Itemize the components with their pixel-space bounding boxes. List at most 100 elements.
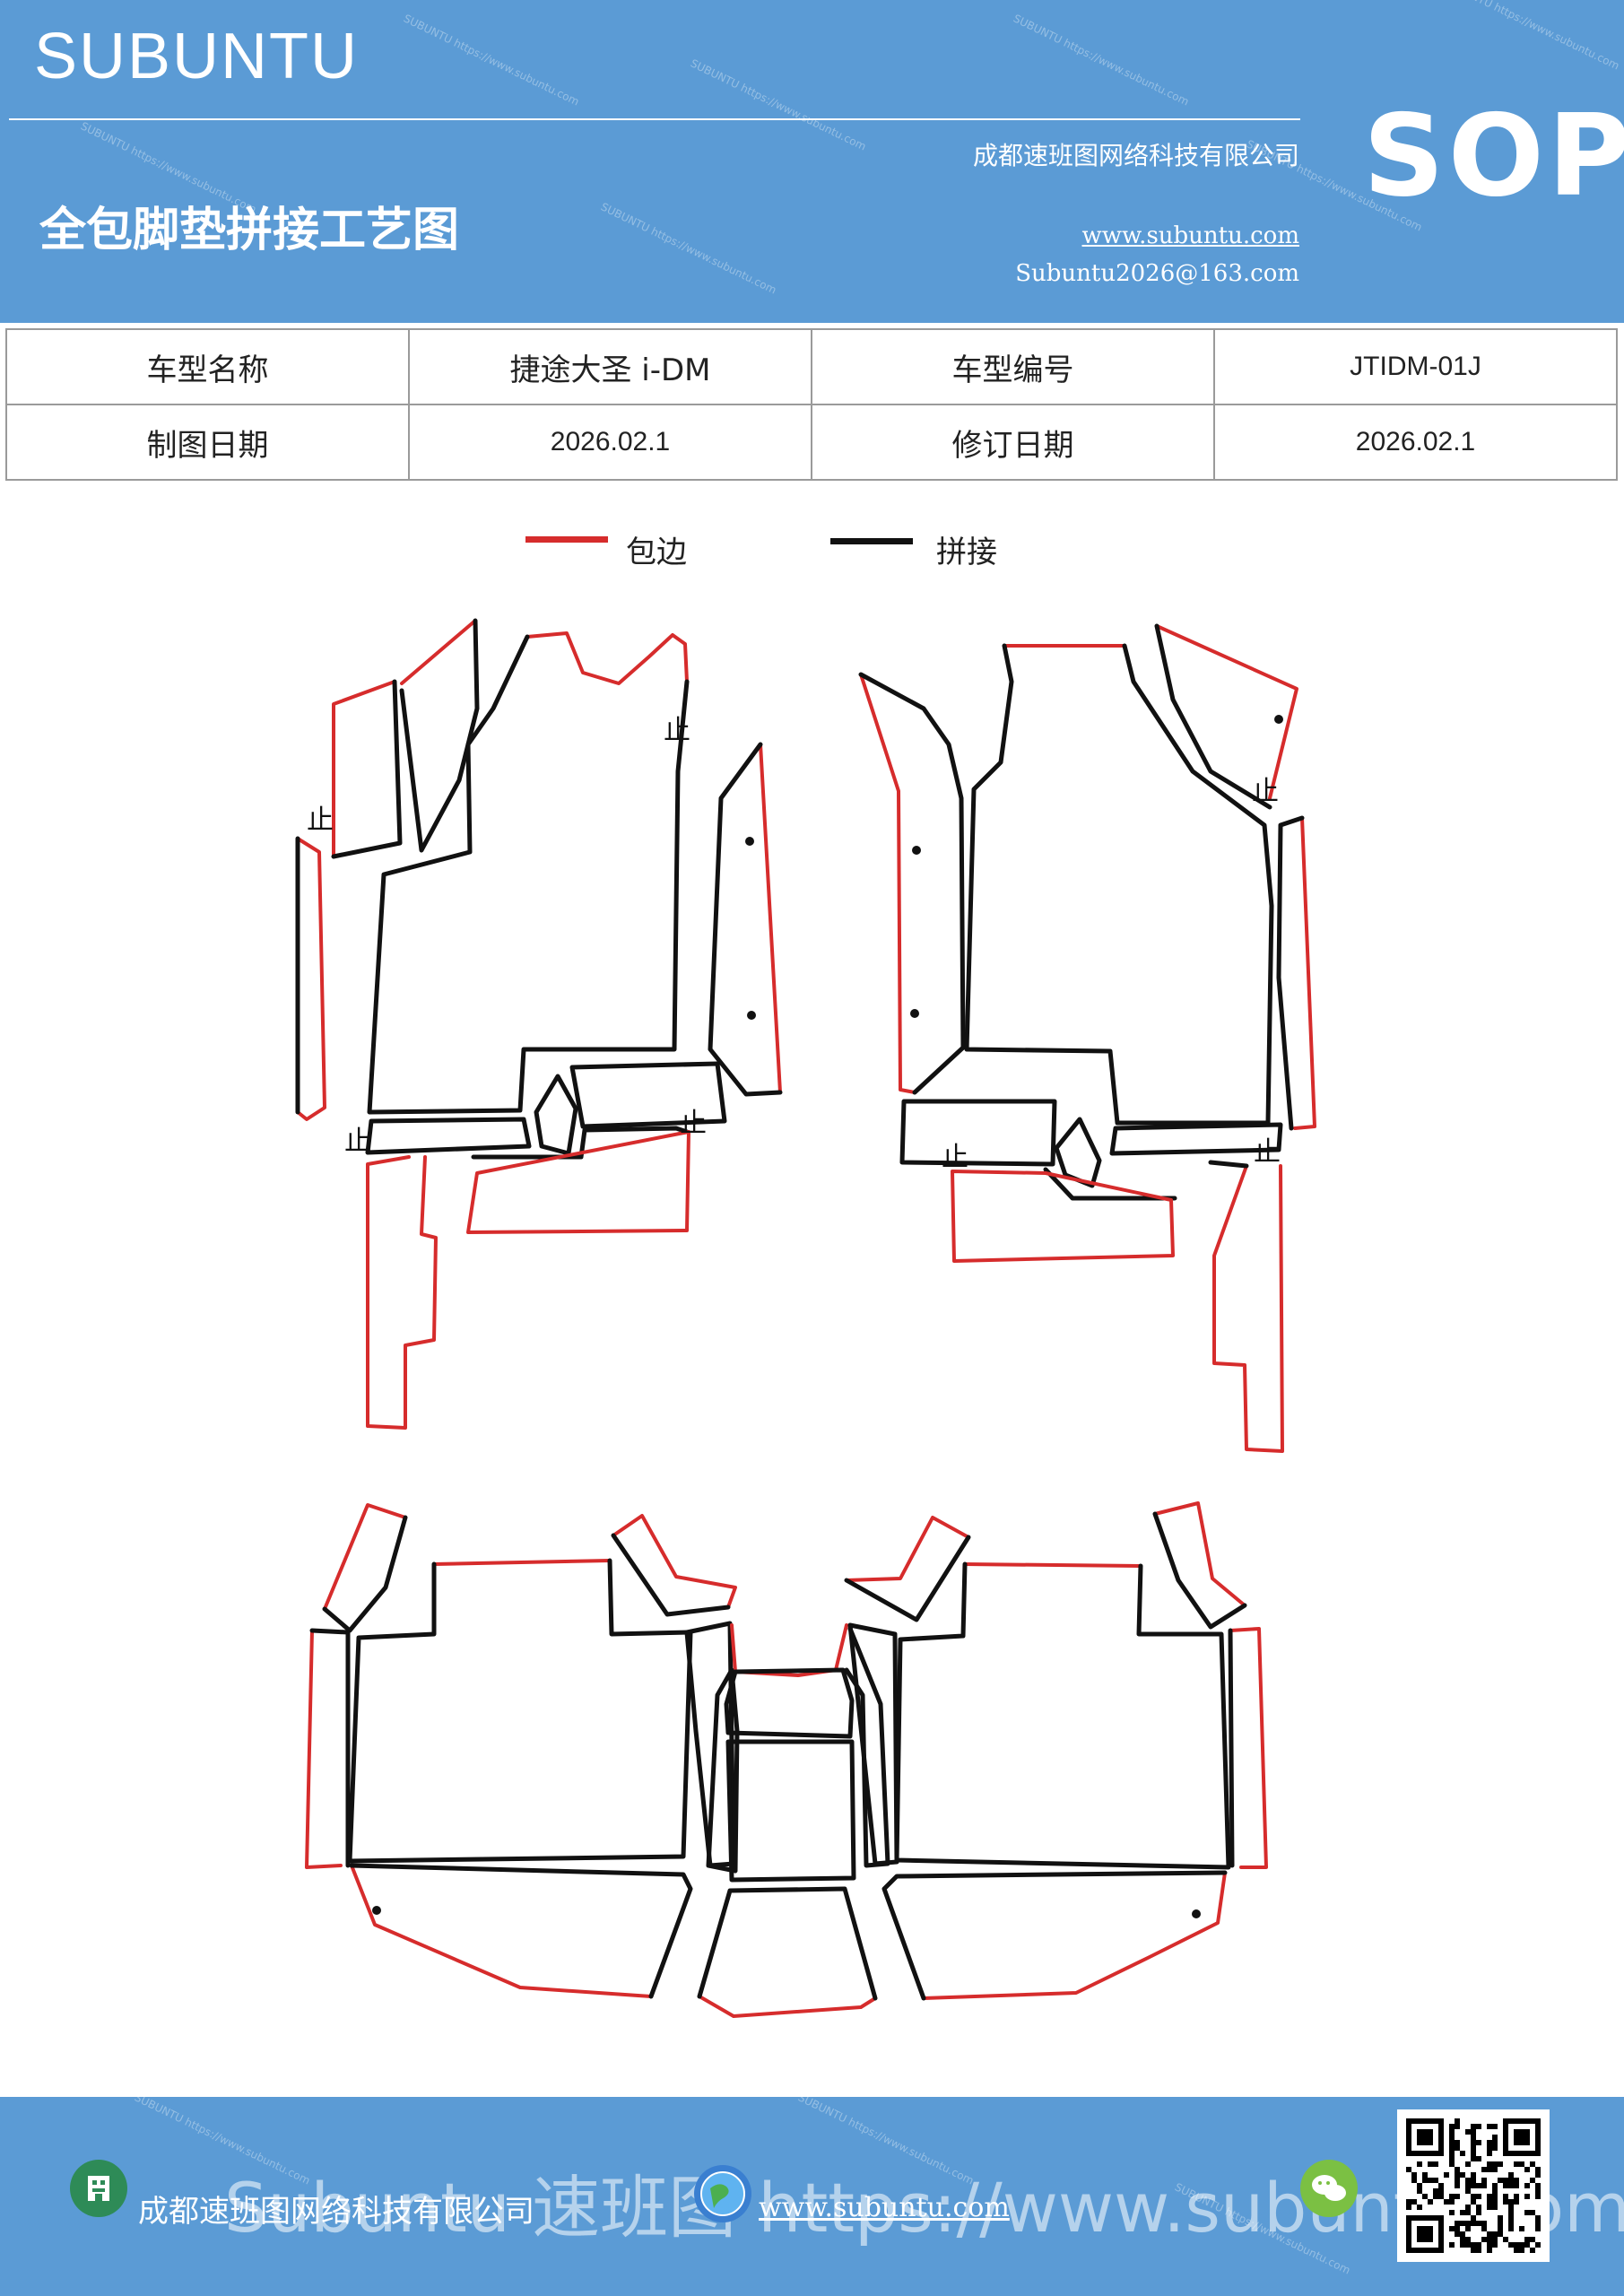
mat-piece: [724, 1667, 855, 1739]
table-cell: 车型名称: [5, 328, 410, 405]
mat-piece: [322, 1515, 408, 1633]
mat-piece: [1229, 1627, 1268, 1869]
mat-piece: [1152, 1511, 1247, 1630]
snap-dot: [1192, 1909, 1201, 1918]
footer-company-name: 成都速班图网络科技有限公司: [138, 2194, 534, 2230]
mat-piece: [922, 1871, 1227, 2000]
table-row: 车型名称 捷途大圣 i-DM 车型编号 JTIDM-01J: [5, 328, 1618, 405]
mat-piece: [759, 743, 782, 1094]
mat-piece: [296, 837, 326, 1121]
mat-piece: [1228, 1628, 1235, 1868]
mat-piece: [881, 1870, 1228, 2001]
mat-piece: [1293, 816, 1316, 1130]
snap-dot: [912, 846, 921, 855]
mat-piece: [534, 1074, 578, 1156]
mat-piece: [400, 619, 477, 685]
mat-piece: [350, 1864, 653, 1998]
mat-piece: [1154, 623, 1272, 810]
qr-code: [1397, 2109, 1550, 2262]
snap-dot: [372, 1906, 381, 1915]
mat-piece: [847, 1622, 899, 1866]
mat-piece: [432, 1559, 612, 1566]
stop-mark: 止: [664, 715, 690, 746]
mat-piece: [1153, 1501, 1246, 1607]
mat-piece: [1109, 1122, 1283, 1156]
snap-dot: [910, 1009, 919, 1018]
mat-piece: [332, 680, 396, 858]
mat-piece: [1054, 1117, 1102, 1188]
stop-mark: 止: [1252, 776, 1279, 807]
table-cell: 2026.02.1: [408, 404, 812, 481]
mat-piece: [844, 1626, 890, 1868]
table-cell: 2026.02.1: [1213, 404, 1618, 481]
mat-piece: [899, 1099, 1057, 1167]
mat-piece: [894, 1561, 1231, 1870]
table-cell: 捷途大圣 i-DM: [408, 328, 812, 405]
mat-piece: [951, 1170, 1175, 1263]
mat-piece: [367, 634, 690, 1115]
mat-piece: [305, 1629, 343, 1869]
mat-piece: [845, 1516, 970, 1582]
page-title: 全包脚垫拼接工艺图: [39, 204, 460, 257]
stop-mark: 止: [942, 1142, 968, 1173]
company-name: 成都速班图网络科技有限公司: [972, 141, 1299, 170]
snap-dot: [747, 1011, 756, 1020]
mat-piece: [963, 1562, 1142, 1568]
table-cell: 车型编号: [811, 328, 1215, 405]
mat-piece: [1208, 1160, 1249, 1169]
footer-banner: SUBUNTU https://www.subuntu.com SUBUNTU …: [0, 2097, 1624, 2296]
mat-piece: [706, 1667, 740, 1874]
mat-piece: [1212, 1164, 1284, 1453]
stop-mark: 止: [1254, 1136, 1281, 1168]
mat-piece: [698, 1995, 877, 2018]
mat-piece: [684, 1621, 736, 1868]
mat-piece: [525, 631, 689, 685]
mat-piece: [612, 1514, 737, 1609]
mat-piece: [347, 1558, 693, 1864]
mat-piece: [1043, 1167, 1177, 1201]
mat-piece: [1276, 815, 1305, 1131]
brand-name: SUBUNTU: [34, 21, 360, 92]
watermark-text: SUBUNTU https://www.subuntu.com: [1441, 0, 1622, 73]
mat-piece: [858, 672, 966, 1095]
table-cell: JTIDM-01J: [1213, 328, 1618, 405]
mat-piece: [466, 1130, 690, 1234]
mat-piece: [323, 1503, 407, 1611]
stop-mark: 止: [344, 1126, 371, 1157]
watermark-text: SUBUNTU https://www.subuntu.com: [688, 57, 869, 153]
watermark-text: SUBUNTU https://www.subuntu.com: [598, 200, 779, 297]
mat-piece: [366, 1155, 438, 1430]
mat-piece: [859, 673, 916, 1094]
mat-piece: [365, 1117, 532, 1155]
table-cell: 制图日期: [5, 404, 410, 481]
vehicle-info-table: 车型名称 捷途大圣 i-DM 车型编号 JTIDM-01J 制图日期 2026.…: [5, 328, 1618, 481]
snap-dot: [745, 837, 754, 846]
stop-mark: 止: [307, 804, 334, 836]
footer-website-link[interactable]: www.subuntu.com: [759, 2192, 1010, 2223]
table-row: 制图日期 2026.02.1 修订日期 2026.02.1: [5, 404, 1618, 481]
legend-seam-label: 拼接: [936, 535, 997, 570]
website-link[interactable]: www.subuntu.com: [1081, 222, 1300, 249]
building-icon: [70, 2160, 127, 2217]
mat-piece: [697, 1886, 878, 2001]
mat-piece: [399, 618, 480, 853]
header-divider: [9, 118, 1300, 120]
sop-badge: SOP: [1363, 90, 1624, 222]
mat-piece: [349, 1863, 693, 1999]
legend-seam-swatch: [830, 538, 913, 544]
mat-piece: [611, 1533, 731, 1617]
stop-mark: 止: [680, 1108, 707, 1139]
legend-edge-swatch: [525, 536, 608, 543]
mat-piece: [471, 1126, 690, 1160]
watermark-text: SUBUNTU https://www.subuntu.com: [1011, 12, 1192, 109]
front-right-mat-group: 止 止 止: [858, 623, 1316, 1453]
snap-dot: [1274, 715, 1283, 724]
table-cell: 修订日期: [811, 404, 1215, 481]
legend-edge-label: 包边: [626, 535, 687, 570]
mat-piece: [964, 643, 1274, 1126]
mat-piece: [725, 1739, 856, 1883]
contact-email[interactable]: Subuntu2026@163.com: [1015, 260, 1299, 287]
mat-piece: [844, 1535, 971, 1622]
header-banner: SUBUNTU https://www.subuntu.com SUBUNTU …: [0, 0, 1624, 323]
mat-piece: [708, 742, 783, 1097]
